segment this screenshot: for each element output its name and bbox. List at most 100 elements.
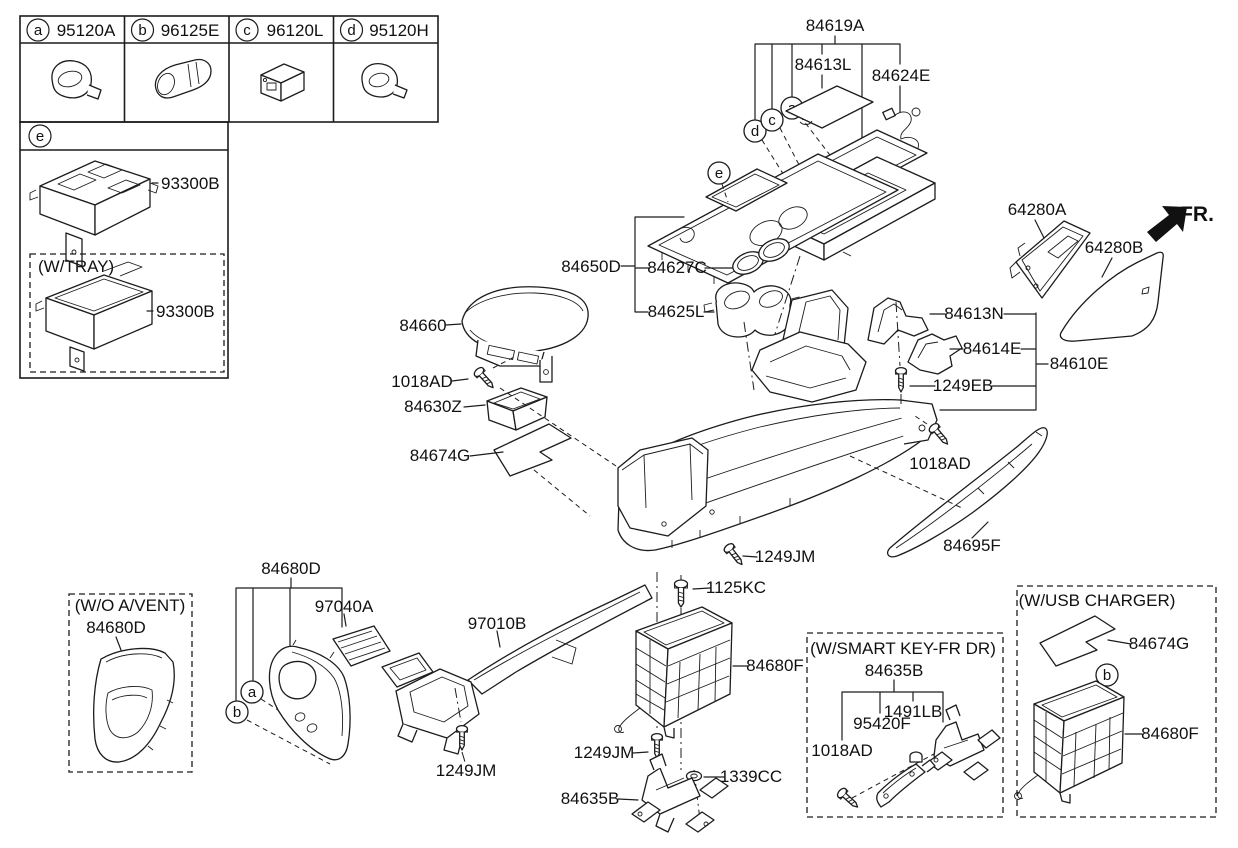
- switch-icon-c: [260, 63, 305, 102]
- smart-key-variant-box: (W/SMART KEY-FR DR) 84635B 1491LB 95420F…: [806, 632, 1004, 818]
- callout-letter-c-top: c: [768, 112, 776, 129]
- part-label-84635B-2: 84635B: [865, 661, 924, 680]
- axis-topcover: [774, 255, 801, 335]
- direction-indicator-fr: FR.: [1147, 203, 1214, 242]
- part-label-84624E: 84624E: [872, 66, 931, 85]
- callout-e-console: e: [707, 161, 731, 203]
- part-97040A-vent: [332, 625, 434, 688]
- part-label-84627C: 84627C: [647, 258, 707, 277]
- switch-icon-a: [51, 60, 102, 100]
- part-label-84674G-2: 84674G: [1129, 634, 1190, 653]
- table-cell-c: c 96120L: [235, 18, 324, 102]
- fastener-1018AD-console-side: [911, 413, 953, 449]
- part-1491LB-grommet: [909, 751, 923, 763]
- part-label-84635B-1: 84635B: [561, 789, 620, 808]
- part-84680F-box-usb: [1014, 680, 1125, 804]
- fastener-1018AD-armrest: [471, 355, 517, 392]
- part-84613N-bracket: [867, 297, 929, 345]
- group-84610E-leaders: 84613N 84614E 1249EB 84610E: [909, 304, 1109, 411]
- part-label-95420F: 95420F: [853, 714, 911, 733]
- usb-charger-title: (W/USB CHARGER): [1019, 591, 1176, 610]
- part-label-95120A: 95120A: [57, 21, 116, 40]
- part-console-main-body: [617, 289, 938, 552]
- part-label-96125E: 96125E: [161, 21, 220, 40]
- part-label-64280A: 64280A: [1008, 200, 1067, 219]
- part-label-1249JM-2: 1249JM: [436, 761, 496, 780]
- part-84635B-bracket-center: [631, 753, 729, 833]
- table-cell-d: d 95120H: [339, 18, 429, 99]
- fastener-1249JM-console: [721, 541, 747, 569]
- leader-mat-to-console: [533, 469, 591, 517]
- part-95420F-antenna: [876, 759, 936, 808]
- part-label-96120L: 96120L: [267, 21, 324, 40]
- switch-icon-d: [361, 63, 408, 99]
- part-label-1125KC: 1125KC: [706, 578, 766, 597]
- part-64280B-pad: [1059, 251, 1164, 342]
- part-label-64280B: 64280B: [1085, 238, 1144, 257]
- part-label-84610E: 84610E: [1050, 354, 1109, 373]
- axis-cupholder: [743, 321, 755, 391]
- part-label-1018AD-3: 1018AD: [811, 741, 872, 760]
- part-84650D-top-plate: [647, 153, 899, 294]
- callout-letter-d-top: d: [751, 123, 759, 140]
- table-cell-b: b 96125E: [130, 18, 220, 99]
- fastener-1125KC: [673, 579, 689, 608]
- callout-letter-b-panel: b: [233, 704, 241, 721]
- part-93300B-switch-assembly: [29, 160, 159, 267]
- part-label-93300B-1: 93300B: [161, 174, 220, 193]
- part-label-84650D: 84650D: [561, 257, 621, 276]
- part-label-1018AD-1: 1018AD: [391, 372, 452, 391]
- callout-letter-b: b: [138, 22, 146, 39]
- fastener-1018AD-smart: [835, 753, 935, 812]
- part-84660-armrest: [461, 286, 589, 383]
- part-label-84680D-center: 84680D: [261, 559, 321, 578]
- part-93300B-tray-assembly: [35, 261, 153, 372]
- part-label-95120H: 95120H: [369, 21, 429, 40]
- wo-avent-variant-box: (W/O A/VENT) 84680D: [68, 593, 193, 773]
- part-84680D-wo-panel: [93, 647, 175, 763]
- part-label-84680F-2: 84680F: [1141, 724, 1199, 743]
- w-tray-title: (W/TRAY): [38, 257, 114, 276]
- part-label-84630Z: 84630Z: [404, 397, 462, 416]
- part-label-84674G-1: 84674G: [410, 446, 471, 465]
- part-84674G-mat-usb: [1039, 615, 1116, 667]
- part-97010B-duct: [395, 584, 653, 755]
- part-label-93300B-2: 93300B: [156, 302, 215, 321]
- part-label-1249EB: 1249EB: [933, 376, 994, 395]
- callout-letter-e-console: e: [715, 165, 723, 182]
- fr-arrow-icon: [1147, 206, 1187, 242]
- table-cell-a: a 95120A: [26, 18, 116, 100]
- part-84680D-center-panel: [268, 639, 351, 761]
- part-84674G-mat: [493, 423, 572, 477]
- callout-letter-c: c: [243, 22, 251, 39]
- group-84650D-leaders: 84650D 84627C 84625L: [561, 216, 736, 321]
- reference-table: a 95120A b 96125E c 96120L: [19, 15, 439, 123]
- group-84619A-leaders: 84619A d c a 84613L 84624E: [743, 16, 931, 202]
- usb-charger-variant-box: (W/USB CHARGER) 84674G b 84680F: [1014, 585, 1217, 818]
- smart-key-title: (W/SMART KEY-FR DR): [810, 639, 996, 658]
- section-e-box: e 93300B (W/TRAY): [19, 121, 229, 379]
- fr-label: FR.: [1180, 203, 1214, 226]
- part-84635B-bracket-smart: [927, 704, 1001, 781]
- part-84624E-wiring: [882, 107, 921, 154]
- callout-letter-a: a: [34, 22, 43, 39]
- part-84695F-trim: [886, 427, 1048, 558]
- part-84614E-bracket: [907, 333, 963, 375]
- part-84630Z-tray: [486, 387, 548, 431]
- part-label-1018AD-2: 1018AD: [909, 454, 970, 473]
- callout-letter-a-panel: a: [248, 684, 257, 701]
- part-label-97010B: 97010B: [468, 614, 527, 633]
- part-label-84625L: 84625L: [648, 302, 705, 321]
- callout-letter-b-usb: b: [1103, 667, 1111, 684]
- part-label-1249JM-1: 1249JM: [755, 547, 815, 566]
- callout-letter-d: d: [347, 22, 355, 39]
- switch-icon-b: [154, 58, 212, 99]
- part-label-84680D-wo: 84680D: [86, 618, 146, 637]
- part-label-84695F: 84695F: [943, 536, 1001, 555]
- part-64280A-panel: [1009, 220, 1091, 299]
- part-84625L-cupholder: [703, 282, 801, 338]
- part-label-1339CC: 1339CC: [720, 767, 782, 786]
- w-tray-variant-box: (W/TRAY) 93300B: [29, 253, 225, 373]
